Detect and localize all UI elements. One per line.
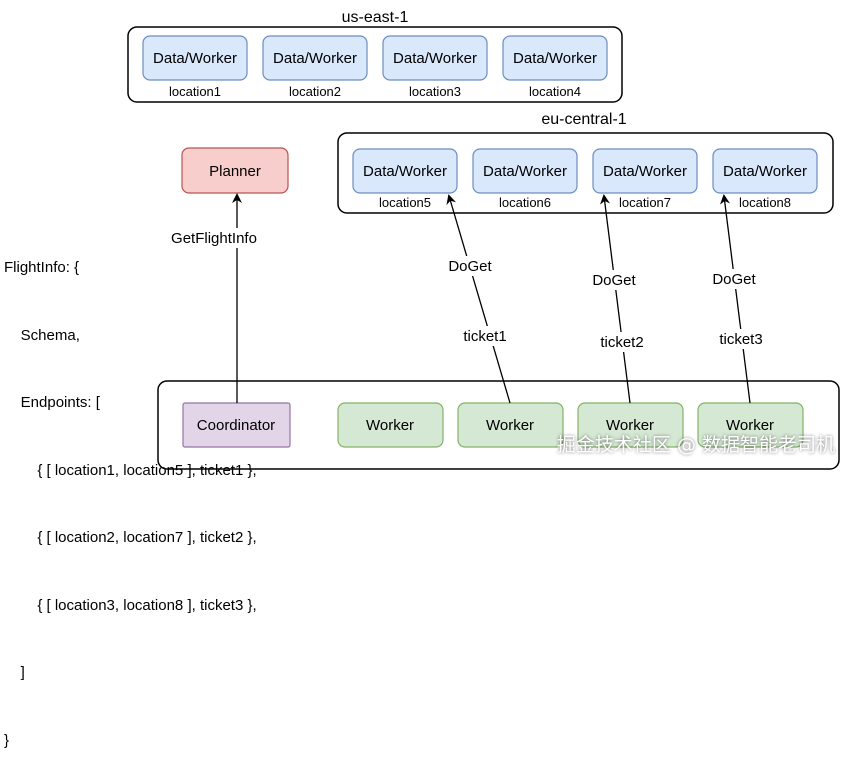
location-label: location7 [619, 195, 671, 210]
data-worker-label: Data/Worker [513, 50, 597, 67]
node-location8[interactable]: Data/Worker location8 [712, 148, 818, 210]
planner-node[interactable]: Planner [181, 147, 289, 194]
edge-label-bg [594, 332, 650, 352]
watermark: 掘金技术社区 @ 数据智能老司机 [556, 434, 835, 456]
node-location1[interactable]: Data/Worker location1 [142, 35, 248, 99]
worker-node-1[interactable]: Worker [337, 402, 444, 448]
data-worker-box[interactable] [352, 148, 458, 194]
data-worker-box[interactable] [142, 35, 248, 81]
coordinator-label: Coordinator [197, 417, 275, 434]
data-worker-label: Data/Worker [483, 163, 567, 180]
worker-label: Worker [366, 417, 414, 434]
edge-label-bg [713, 329, 769, 349]
flightinfo-code-block: FlightInfo: { Schema, Endpoints: [ { [ l… [4, 212, 257, 775]
node-location3[interactable]: Data/Worker location3 [382, 35, 488, 99]
location-label: location2 [289, 84, 341, 99]
flightinfo-line: Schema, [4, 326, 80, 344]
data-worker-label: Data/Worker [363, 163, 447, 180]
flightinfo-line: ] [4, 664, 25, 681]
edge-label-bg [588, 270, 640, 290]
worker-label: Worker [726, 417, 774, 434]
data-worker-box[interactable] [262, 35, 368, 81]
edge-label-bg [444, 256, 496, 276]
data-worker-label: Data/Worker [153, 50, 237, 67]
edge-worker4-to-location8 [720, 194, 751, 404]
flightinfo-line: Endpoints: [ [4, 394, 100, 411]
data-worker-label: Data/Worker [603, 163, 687, 180]
edge-label-doget: DoGet [592, 272, 636, 289]
data-worker-box[interactable] [472, 148, 578, 194]
location-label: location1 [169, 84, 221, 99]
edge-label-bg [708, 269, 760, 289]
data-worker-box[interactable] [382, 35, 488, 81]
edge-label-ticket1: ticket1 [463, 328, 506, 345]
location-label: location6 [499, 195, 551, 210]
edge-label-ticket2: ticket2 [600, 334, 643, 351]
data-worker-label: Data/Worker [723, 163, 807, 180]
edge-label-doget: DoGet [448, 258, 492, 275]
flightinfo-line: FlightInfo: { [4, 259, 80, 276]
flightinfo-line: { [ location3, location8 ], ticket3 }, [4, 596, 257, 614]
node-location2[interactable]: Data/Worker location2 [262, 35, 368, 99]
edge-worker3-to-location7 [600, 194, 631, 404]
location-label: location5 [379, 195, 431, 210]
data-worker-label: Data/Worker [393, 50, 477, 67]
architecture-diagram: us-east-1 Data/Worker location1 Data/Wor… [127, 9, 840, 470]
edge-label-ticket3: ticket3 [719, 331, 762, 348]
worker-node-2[interactable]: Worker [457, 402, 564, 448]
planner-label: Planner [209, 163, 261, 180]
worker-label: Worker [486, 417, 534, 434]
data-worker-box[interactable] [502, 35, 608, 81]
edge-label-bg [164, 228, 264, 248]
edge-worker2-to-location5 [446, 194, 511, 404]
region-eu-central-container [337, 132, 834, 214]
worker-box[interactable] [457, 402, 564, 448]
location-label: location4 [529, 84, 581, 99]
worker-box[interactable] [577, 402, 684, 448]
region-title-eu-central: eu-central-1 [541, 111, 626, 128]
data-worker-label: Data/Worker [273, 50, 357, 67]
location-label: location3 [409, 84, 461, 99]
flightinfo-line: } [4, 731, 10, 749]
node-location4[interactable]: Data/Worker location4 [502, 35, 608, 99]
data-worker-box[interactable] [592, 148, 698, 194]
location-label: location8 [739, 195, 791, 210]
flightinfo-line: { [ location2, location7 ], ticket2 }, [4, 529, 257, 546]
worker-box[interactable] [337, 402, 444, 448]
worker-node-4[interactable]: Worker [697, 402, 804, 448]
edge-label-bg [457, 326, 513, 346]
worker-node-3[interactable]: Worker [577, 402, 684, 448]
edge-label-getflightinfo: GetFlightInfo [171, 230, 257, 247]
region-title-us-east: us-east-1 [342, 9, 409, 26]
node-location6[interactable]: Data/Worker location6 [472, 148, 578, 210]
worker-label: Worker [606, 417, 654, 434]
node-location7[interactable]: Data/Worker location7 [592, 148, 698, 210]
region-us-east-container [127, 26, 623, 103]
worker-box[interactable] [697, 402, 804, 448]
data-worker-box[interactable] [712, 148, 818, 194]
node-location5[interactable]: Data/Worker location5 [352, 148, 458, 210]
edge-label-doget: DoGet [712, 271, 756, 288]
